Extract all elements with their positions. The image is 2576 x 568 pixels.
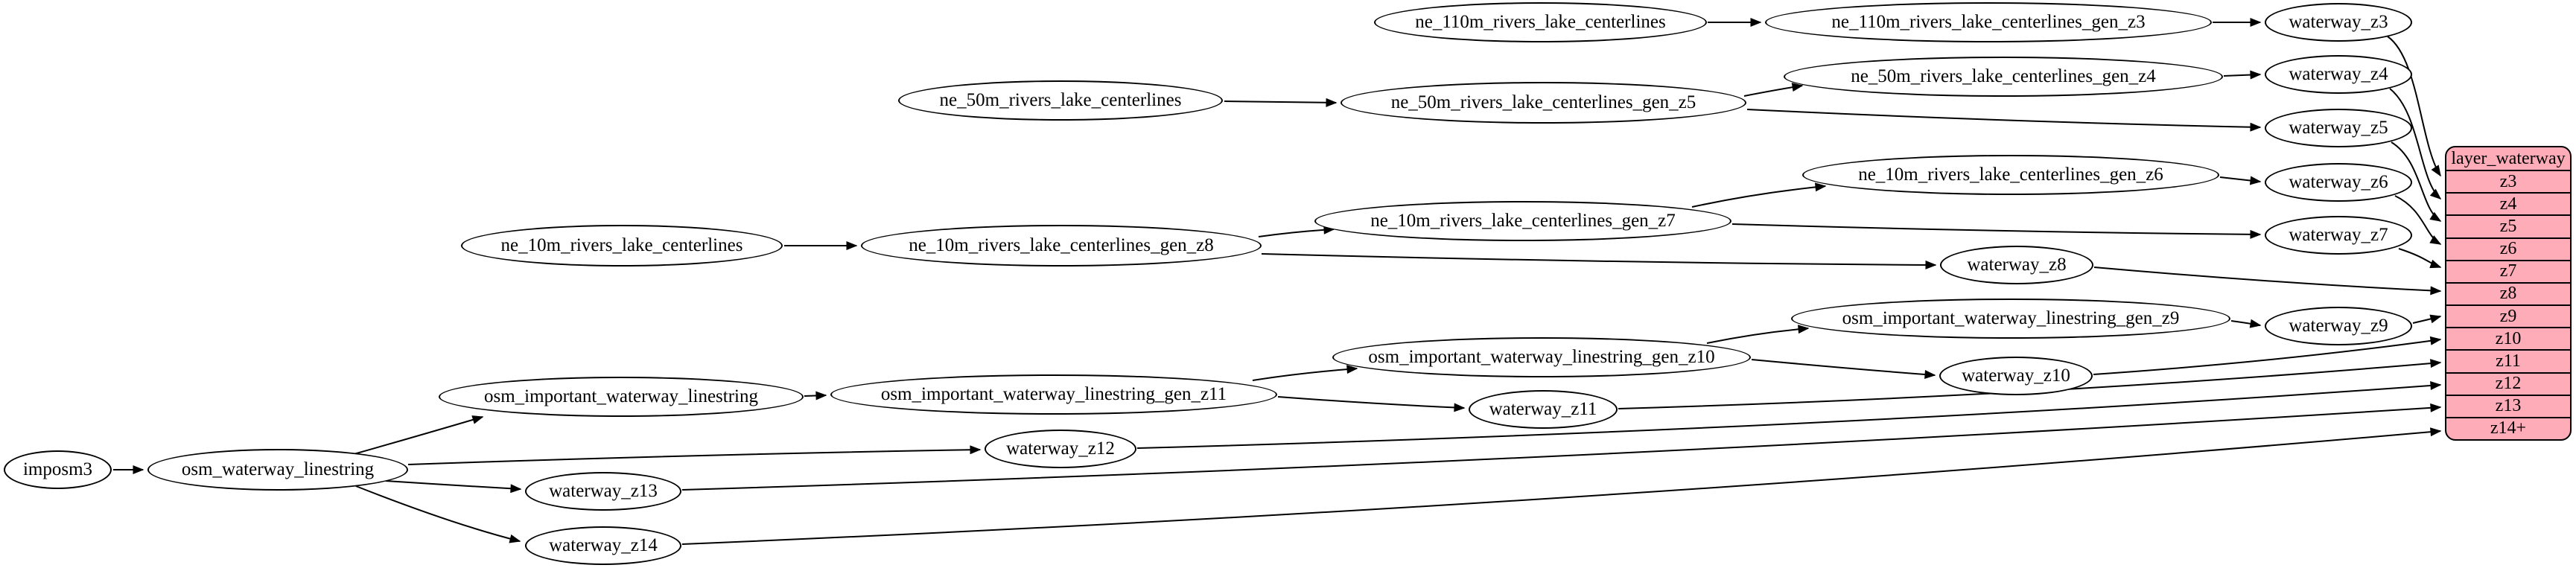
node-label: osm_important_waterway_linestring_gen_z9	[1842, 308, 2180, 328]
node-label: waterway_z5	[2289, 118, 2388, 138]
layer-row-z10: z10	[2446, 327, 2570, 349]
node-waterway_z11: waterway_z11	[1469, 390, 1618, 429]
layer-row-z5: z5	[2446, 214, 2570, 237]
edge-gen_z5-gen_z4	[1743, 83, 1804, 97]
layer-row-z12: z12	[2446, 371, 2570, 395]
node-imposm3: imposm3	[4, 450, 112, 489]
node-label: ne_110m_rivers_lake_centerlines_gen_z3	[1831, 12, 2146, 32]
edge-gen_z10-gen_z9	[1706, 325, 1810, 344]
node-label: ne_110m_rivers_lake_centerlines	[1415, 12, 1666, 32]
edge-gen_z7-waterway_z7	[1731, 223, 2262, 239]
edge-osm_waterway_linestring-waterway_z12	[407, 445, 982, 465]
node-ne_50m_rivers_lake_centerlines_gen_z5: ne_50m_rivers_lake_centerlines_gen_z5	[1341, 82, 1746, 124]
node-label: ne_50m_rivers_lake_centerlines_gen_z5	[1390, 92, 1696, 112]
node-label: waterway_z11	[1489, 399, 1597, 419]
node-label: waterway_z7	[2289, 225, 2388, 245]
edge-waterway_z12-row_z12	[1136, 380, 2442, 449]
layer-row-z3: z3	[2446, 170, 2570, 192]
node-ne_110m_rivers_lake_centerlines: ne_110m_rivers_lake_centerlines	[1374, 2, 1707, 42]
layer-row-z11: z11	[2446, 349, 2570, 371]
node-label: waterway_z6	[2289, 172, 2388, 192]
node-label: imposm3	[22, 459, 93, 479]
node-ne_10m_rivers_lake_centerlines: ne_10m_rivers_lake_centerlines	[461, 225, 783, 267]
edge-waterway_z6-row_z6	[2394, 195, 2442, 245]
layer-row-z6: z6	[2446, 237, 2570, 260]
node-ne_50m_rivers_lake_centerlines: ne_50m_rivers_lake_centerlines	[898, 80, 1223, 121]
node-waterway_z5: waterway_z5	[2265, 109, 2412, 147]
node-label: osm_important_waterway_linestring	[484, 386, 758, 406]
edge-osm_waterway_linestring-osm_important_waterway_linestring	[348, 415, 484, 456]
edge-waterway_z13-row_z13	[681, 403, 2442, 491]
node-label: waterway_z13	[549, 481, 658, 501]
node-osm_important_waterway_linestring: osm_important_waterway_linestring	[439, 377, 804, 417]
node-label: waterway_z4	[2289, 64, 2388, 84]
edge-gen_z5-waterway_z5	[1746, 109, 2262, 132]
edge-waterway_z5-row_z5	[2391, 141, 2442, 222]
edge-gen_z6-waterway_z6	[2219, 176, 2262, 185]
edge-osm_important_waterway_linestring-gen_z11	[804, 391, 827, 401]
edge-gen_z7-gen_z6	[1691, 182, 1827, 208]
node-label: waterway_z8	[1967, 255, 2067, 275]
node-osm_important_waterway_linestring_gen_z9: osm_important_waterway_linestring_gen_z9	[1791, 299, 2230, 339]
edge-gen_z9-waterway_z9	[2230, 319, 2262, 328]
node-waterway_z13: waterway_z13	[525, 472, 681, 511]
layer-row-z9: z9	[2446, 304, 2570, 327]
node-waterway_z10: waterway_z10	[1939, 357, 2093, 395]
node-waterway_z9: waterway_z9	[2265, 307, 2412, 345]
edge-waterway_z8-row_z8	[2093, 267, 2442, 296]
node-osm_important_waterway_linestring_gen_z11: osm_important_waterway_linestring_gen_z1…	[830, 374, 1277, 415]
layer-row-z8: z8	[2446, 281, 2570, 304]
node-ne_10m_rivers_lake_centerlines_gen_z8: ne_10m_rivers_lake_centerlines_gen_z8	[861, 225, 1262, 267]
node-label: osm_important_waterway_linestring_gen_z1…	[880, 384, 1227, 404]
edge-ne_50m-gen_z5	[1224, 98, 1338, 107]
layer-waterway-title: layer_waterway	[2451, 148, 2566, 168]
node-ne_10m_rivers_lake_centerlines_gen_z7: ne_10m_rivers_lake_centerlines_gen_z7	[1314, 201, 1731, 241]
edge-waterway_z10-row_z10	[2093, 336, 2442, 375]
node-waterway_z7: waterway_z7	[2265, 216, 2412, 255]
edge-gen_z4-waterway_z4	[2223, 70, 2262, 80]
edge-waterway_z9-row_z9	[2412, 314, 2442, 324]
edge-gen_z11-waterway_z11	[1277, 396, 1466, 412]
node-label: waterway_z12	[1006, 438, 1115, 459]
node-label: ne_50m_rivers_lake_centerlines_gen_z4	[1851, 66, 2156, 86]
edge-waterway_z7-row_z7	[2398, 248, 2442, 269]
node-waterway_z6: waterway_z6	[2265, 163, 2412, 202]
edge-osm_waterway_linestring-waterway_z13	[385, 480, 522, 494]
node-label: osm_waterway_linestring	[181, 459, 375, 479]
node-ne_10m_rivers_lake_centerlines_gen_z6: ne_10m_rivers_lake_centerlines_gen_z6	[1802, 155, 2219, 195]
node-label: waterway_z14	[549, 535, 658, 555]
layer-row-z13: z13	[2446, 394, 2570, 417]
edge-waterway_z3-row_z3	[2387, 36, 2441, 177]
node-osm_important_waterway_linestring_gen_z10: osm_important_waterway_linestring_gen_z1…	[1332, 337, 1751, 377]
edge-waterway_z4-row_z4	[2389, 88, 2442, 200]
edge-gen_z8-waterway_z8	[1261, 253, 1937, 269]
node-waterway_z4: waterway_z4	[2265, 55, 2412, 94]
edge-waterway_z14-row_z14plus	[681, 427, 2442, 545]
node-waterway_z3: waterway_z3	[2265, 3, 2412, 42]
node-label: osm_important_waterway_linestring_gen_z1…	[1368, 347, 1715, 367]
edge-gen_z10-waterway_z10	[1751, 359, 1936, 379]
layer-row-z7: z7	[2446, 259, 2570, 282]
edge-osm_waterway_linestring-waterway_z14	[355, 485, 521, 543]
layer-row-z4: z4	[2446, 192, 2570, 214]
node-label: ne_10m_rivers_lake_centerlines	[500, 235, 743, 255]
edge-gen_z11-gen_z10	[1252, 365, 1358, 381]
layer-waterway-record: layer_waterway z3 z4 z5 z6 z7 z8 z9 z10 …	[2445, 146, 2572, 441]
node-osm_waterway_linestring: osm_waterway_linestring	[147, 449, 408, 491]
node-label: waterway_z10	[1962, 366, 2070, 386]
edge-gen_z8-gen_z7	[1258, 225, 1335, 237]
node-ne_50m_rivers_lake_centerlines_gen_z4: ne_50m_rivers_lake_centerlines_gen_z4	[1784, 57, 2223, 97]
node-waterway_z14: waterway_z14	[525, 526, 681, 565]
node-label: waterway_z3	[2289, 12, 2388, 32]
node-label: waterway_z9	[2289, 316, 2388, 336]
node-label: ne_50m_rivers_lake_centerlines	[939, 90, 1182, 110]
node-ne_110m_rivers_lake_centerlines_gen_z3: ne_110m_rivers_lake_centerlines_gen_z3	[1765, 2, 2212, 42]
node-waterway_z12: waterway_z12	[985, 430, 1136, 468]
node-label: ne_10m_rivers_lake_centerlines_gen_z7	[1370, 211, 1676, 231]
node-waterway_z8: waterway_z8	[1940, 246, 2093, 284]
node-label: ne_10m_rivers_lake_centerlines_gen_z6	[1858, 165, 2163, 185]
node-label: ne_10m_rivers_lake_centerlines_gen_z8	[909, 235, 1214, 255]
layer-row-z14plus: z14+	[2446, 416, 2570, 439]
